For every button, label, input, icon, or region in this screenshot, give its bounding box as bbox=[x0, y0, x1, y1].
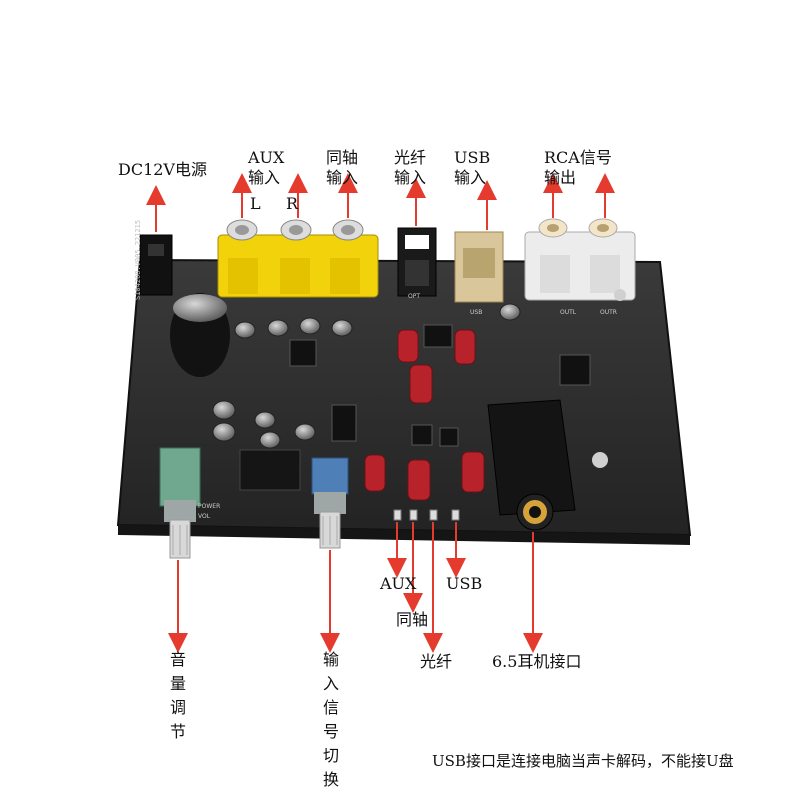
input-switch-knob bbox=[311, 457, 349, 549]
silk-outr: OUTR bbox=[600, 309, 617, 316]
label-usb-input: USB 输入 bbox=[454, 148, 491, 187]
silk-opt: OPT bbox=[408, 293, 420, 300]
label-led-usb: USB bbox=[446, 574, 483, 593]
label-led-aux: AUX bbox=[380, 574, 417, 593]
silk-power: POWER bbox=[198, 503, 220, 510]
headphone-jack bbox=[487, 399, 576, 531]
label-input-switch: 输入信号切换 bbox=[322, 650, 339, 789]
label-aux-l: L bbox=[250, 194, 261, 213]
label-aux-input: AUX 输入 bbox=[248, 148, 285, 187]
silk-outl: OUTL bbox=[560, 309, 577, 316]
silk-vol: VOL bbox=[198, 513, 211, 520]
label-optical-input: 光纤 输入 bbox=[394, 148, 427, 187]
silk-usb: USB bbox=[470, 309, 482, 316]
label-aux-r: R bbox=[286, 194, 299, 213]
label-coax-input: 同轴 输入 bbox=[326, 148, 359, 187]
label-headphone-jack: 6.5耳机接口 bbox=[492, 652, 582, 671]
rca-output-block bbox=[524, 218, 636, 301]
usb-note: USB接口是连接电脑当声卡解码，不能接U盘 bbox=[432, 752, 734, 770]
label-volume-control: 音量调节 bbox=[169, 650, 186, 741]
label-dc12v-power: DC12V电源 bbox=[118, 160, 207, 179]
aux-coax-rca-block bbox=[217, 219, 379, 298]
volume-knob bbox=[159, 447, 201, 559]
label-rca-output: RCA信号 输出 bbox=[544, 148, 612, 187]
callout-arrows bbox=[146, 173, 615, 653]
silk-serial: S104208.V005.221215 bbox=[134, 220, 142, 300]
label-led-optical: 光纤 bbox=[420, 652, 453, 671]
label-led-coax: 同轴 bbox=[396, 610, 429, 629]
